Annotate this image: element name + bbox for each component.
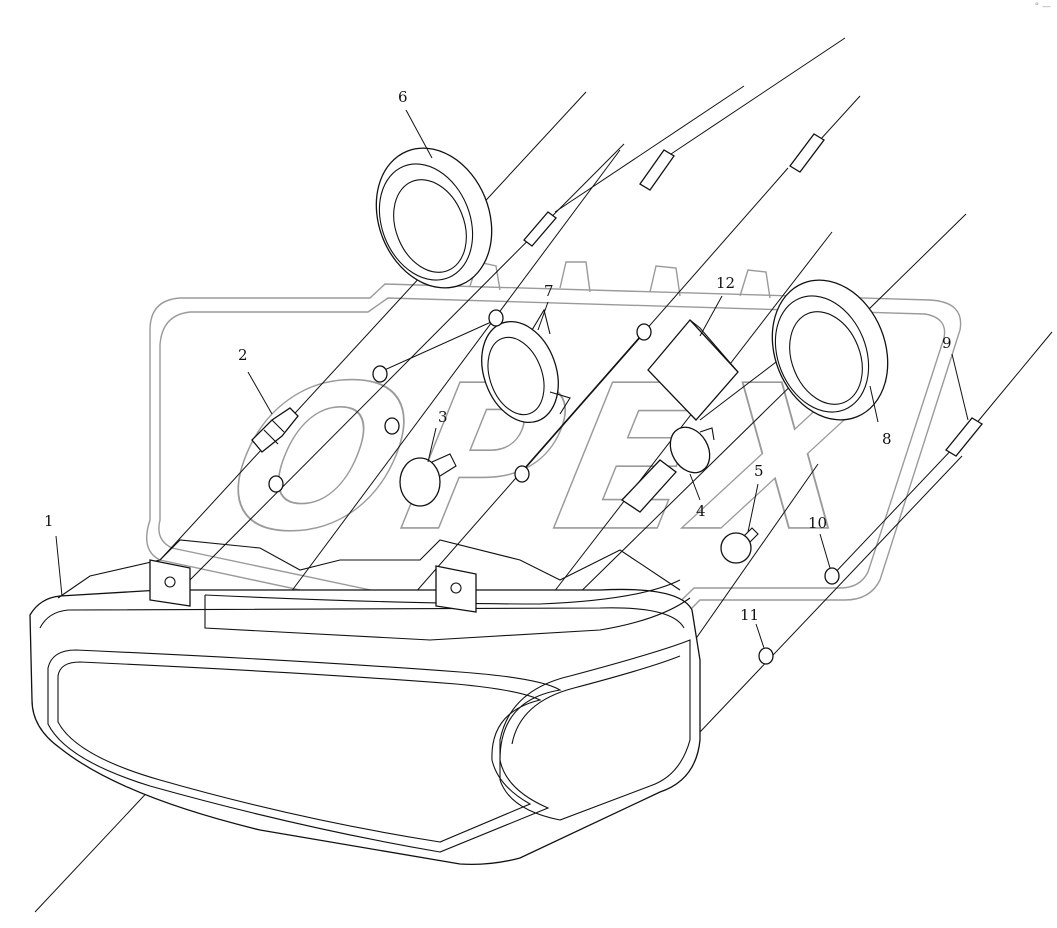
leader-ring-b	[379, 317, 501, 373]
bolt-c	[789, 133, 825, 173]
leader-2	[159, 237, 457, 561]
leader-bolt-b	[667, 37, 846, 157]
callout-9: 9	[942, 334, 952, 352]
o-rings	[268, 309, 840, 665]
part-3-bulb	[399, 453, 457, 507]
callout-leaders	[55, 109, 969, 649]
callout-10: 10	[808, 514, 827, 532]
part-8-ring	[771, 279, 889, 421]
part-2-bulb	[251, 407, 299, 453]
o-ring-5	[268, 475, 284, 493]
leader-9	[974, 331, 1053, 426]
bolt-b	[639, 149, 675, 191]
callout-8: 8	[882, 430, 892, 448]
o-ring-1	[488, 309, 504, 327]
callout-6: 6	[398, 88, 408, 106]
leader-4	[559, 213, 967, 613]
leader-3	[284, 149, 621, 601]
callout-2: 2	[238, 346, 248, 364]
o-ring-2	[372, 365, 388, 383]
callout-11: 11	[740, 606, 759, 624]
leader-12	[539, 231, 833, 611]
leader-ring-c	[521, 331, 646, 473]
leader-11	[699, 455, 963, 733]
leader-bolt-a	[554, 85, 745, 213]
part-6-ring	[375, 147, 493, 289]
callout-12: 12	[716, 274, 735, 292]
part-4-bulb	[620, 426, 715, 513]
bolts	[523, 133, 983, 457]
callout-4: 4	[696, 502, 706, 520]
callout-5: 5	[754, 462, 764, 480]
o-ring-11	[758, 647, 774, 665]
bracket-right	[435, 565, 477, 613]
o-ring-4	[384, 417, 400, 435]
part-7-holder	[481, 308, 571, 424]
corner-mark: ° —	[1034, 2, 1051, 12]
leader-7	[399, 167, 789, 611]
o-ring-3	[636, 323, 652, 341]
callout-1: 1	[44, 512, 54, 530]
leader-bolt-c	[819, 95, 861, 141]
bracket-left	[149, 559, 191, 607]
o-ring-6	[514, 465, 530, 483]
headlamp-housing	[29, 539, 701, 866]
callout-labels: 1 2 3 4 5 6 7 8 9 10 11 12	[44, 88, 952, 624]
bolt-a	[523, 211, 557, 247]
callout-7: 7	[544, 282, 554, 300]
part-12-relay	[647, 319, 739, 421]
o-ring-10	[824, 567, 840, 585]
callout-3: 3	[438, 408, 448, 426]
bolt-9	[945, 417, 983, 457]
